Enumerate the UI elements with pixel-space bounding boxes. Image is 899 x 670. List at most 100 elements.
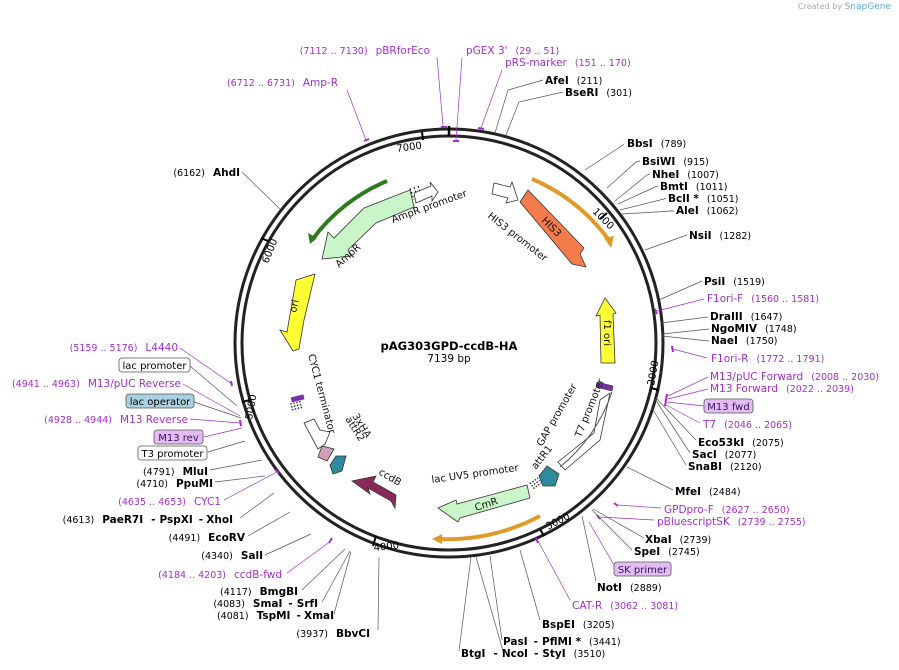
primer-pos-t7: (2046 .. 2065) xyxy=(724,420,792,431)
site-markers xyxy=(230,126,674,544)
enzyme-draiii: DraIII(1647) xyxy=(710,311,782,323)
enzyme-name-bmgbi: BmgBI xyxy=(260,586,298,598)
tick-label-3000: 3000 xyxy=(544,511,572,533)
enzyme-name-snabi: SnaBI xyxy=(688,461,722,473)
enzyme-pos-xbai: (2739) xyxy=(680,535,712,546)
enzyme-pos-styi: (3510) xyxy=(574,649,606,660)
tick-5000 xyxy=(241,399,251,403)
primer-pos-m13-puc-reverse: (4941 .. 4963) xyxy=(12,379,80,390)
enzyme-name-naei: NaeI xyxy=(711,335,738,347)
leader-eco53ki xyxy=(655,397,697,441)
enzyme-pos-saci: (2077) xyxy=(725,450,757,461)
feature-label-lac-uv5-promoter: lac UV5 promoter xyxy=(431,463,520,486)
primer-pbrforeco: (7112 .. 7130) pBRforEco xyxy=(300,45,430,57)
tick-1000 xyxy=(599,212,608,220)
enzyme-name-bseri: BseRI xyxy=(565,87,598,99)
marker-f1ori-f xyxy=(654,308,658,315)
primer-name-t7: T7 xyxy=(702,419,716,431)
primer-pos-m13-puc-forward: (2008 .. 2030) xyxy=(811,372,879,383)
enzyme-ppumi: (4710) PpuMI xyxy=(136,478,213,490)
enzyme-tspmi-row: (4081)TspMI-XmaI xyxy=(217,610,334,622)
leader-mfei xyxy=(626,466,674,491)
his3-outer-arrow xyxy=(604,236,614,248)
tick-4000 xyxy=(372,535,377,547)
leader-psii xyxy=(658,280,703,301)
marker-cat-r xyxy=(535,537,539,544)
primer-m13-reverse: (4928 .. 4944)M13 Reverse xyxy=(44,414,188,426)
enzyme-btgi-row: BtgI-NcoI-StyI(3510) xyxy=(461,648,605,660)
enzyme-name-noti: NotI xyxy=(597,582,622,594)
enzyme-name-bcli: BclI * xyxy=(668,193,699,205)
leader-bsiwi xyxy=(606,160,641,189)
enzyme-name-pflmi: PflMI * xyxy=(542,636,581,648)
leader-btgi xyxy=(458,556,472,652)
enzyme-name-pspxi: PspXI xyxy=(160,514,193,526)
enzyme-pos-bbsi: (789) xyxy=(661,139,687,150)
boxed-text-m13-rev: M13 rev xyxy=(158,433,199,444)
leader-lac-promoter xyxy=(189,365,238,407)
feature-label-ccdb: ccdB xyxy=(377,467,404,489)
leader-naei xyxy=(661,335,710,342)
tick-label-7000: 7000 xyxy=(396,141,423,155)
enzyme-pos-mlui: (4791) xyxy=(143,467,175,478)
leader-lac-operator xyxy=(193,401,242,419)
enzyme-sep-ncoi: - xyxy=(493,648,497,660)
leader-pasi xyxy=(489,555,503,641)
enzyme-pos-bspei: (3205) xyxy=(583,620,615,631)
primer-name-m13-forward: M13 Forward xyxy=(710,383,778,395)
marker-f1ori-r xyxy=(671,345,674,353)
enzyme-name-ecorv: EcoRV xyxy=(208,532,246,544)
enzyme-pos-pflmi: (3441) xyxy=(589,637,621,648)
leader-f1ori-r xyxy=(672,348,708,359)
ori-arrow xyxy=(279,273,316,352)
enzyme-mlui: (4791)MluI xyxy=(143,466,208,478)
boxed-text-t3-promoter: T3 promoter xyxy=(140,449,204,460)
cyc1-small-box xyxy=(289,400,304,413)
enzyme-pos-eco53ki: (2075) xyxy=(752,438,784,449)
leader-mlui xyxy=(209,459,263,471)
boxed-labels: M13 fwd SK primer lac promoter lac opera… xyxy=(118,357,754,577)
enzyme-name-bbsi: BbsI xyxy=(627,138,653,150)
enzyme-labels: AfeI(211) BseRI(301) BbsI(789) BsiWI(915… xyxy=(63,75,797,660)
enzyme-pos-spei: (2745) xyxy=(668,547,700,558)
primer-name-cat-r: CAT-R xyxy=(572,600,602,612)
enzyme-spei: SpeI(2745) xyxy=(634,546,700,558)
lac-operator-mark xyxy=(290,394,305,403)
leader-f1ori-f xyxy=(656,298,705,312)
enzyme-pos-ppumi: (4710) xyxy=(136,479,168,490)
enzyme-name-smai: SmaI xyxy=(253,598,283,610)
enzyme-name-mfei: MfeI xyxy=(675,486,701,498)
primer-name-gpdpro-f: GPDpro-F xyxy=(664,504,714,516)
primer-f1ori-r: F1ori-R(1772 .. 1791) xyxy=(711,353,824,365)
cmr-outer-arrow xyxy=(432,534,442,544)
enzyme-sep-styi: - xyxy=(534,648,538,660)
primer-pos-pbrforeco: (7112 .. 7130) xyxy=(300,46,368,57)
enzyme-name-xhoi: XhoI xyxy=(206,514,233,526)
primer-ccdb-fwd: (4184 .. 4203)ccdB-fwd xyxy=(158,569,282,581)
enzyme-smai-row: (4083)SmaI-SrfI xyxy=(213,598,318,610)
ampr-arrow xyxy=(321,189,415,260)
his3-outer-arc xyxy=(531,177,613,245)
primer-pos-cyc1: (4635 .. 4653) xyxy=(118,497,186,508)
enzyme-mfei: MfeI(2484) xyxy=(675,486,741,498)
boxed-text-lac-operator: lac operator xyxy=(130,397,191,408)
leader-t3-promoter xyxy=(207,440,246,453)
leader-bmti xyxy=(617,185,659,205)
primer-pos-ccdb-fwd: (4184 .. 4203) xyxy=(158,570,226,581)
enzyme-sep-pspxi: - xyxy=(151,514,155,526)
ampr-outer-arrow xyxy=(308,233,317,244)
primer-name-pbrforeco: pBRforEco xyxy=(376,45,430,57)
enzyme-pasi-row: PasI-PflMI *(3441) xyxy=(503,636,621,648)
enzyme-name-sali: SalI xyxy=(241,550,263,562)
leader-cat-r xyxy=(537,540,571,601)
boxed-label-t3-promoter: T3 promoter xyxy=(137,445,208,461)
enzyme-sep-srfi: - xyxy=(288,598,292,610)
leader-m13-rev xyxy=(203,427,243,438)
enzyme-sali: (4340)SalI xyxy=(201,550,263,562)
enzyme-noti: NotI(2889) xyxy=(597,582,662,594)
cmr-arrow xyxy=(437,484,531,523)
boxed-text-lac-promoter: lac promoter xyxy=(123,361,188,372)
enzyme-name-srfi: SrfI xyxy=(297,598,318,610)
enzyme-name-ppumi: PpuMI xyxy=(176,478,213,490)
